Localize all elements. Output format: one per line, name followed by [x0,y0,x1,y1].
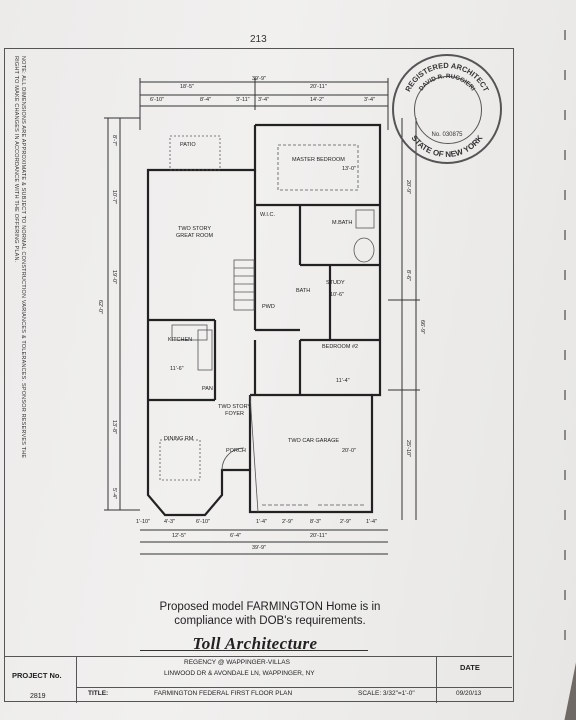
dim-bottom-right: 20'-11" [310,533,327,539]
dim-top-seg-4: 3'-4" [258,97,269,103]
stamp-number: No. 030875 [431,132,463,138]
project-number: 2819 [30,693,46,700]
dim-right-seg-1: 20'-9" [405,180,411,195]
dim-bottom-left: 12'-5" [172,533,187,539]
dim-top-seg-5: 14'-2" [310,97,325,103]
drawing-title: FARMINGTON FEDERAL FIRST FLOOR PLAN [154,690,293,697]
room-porch: PORCH [226,448,246,454]
dim-top-seg-2: 8'-4" [200,97,211,103]
dim-bottom-seg-6: 8'-3" [310,519,321,525]
room-kitchen-size: 11'-6" [170,366,184,372]
exterior-wall-right [255,123,382,514]
room-wic: W.I.C. [260,212,275,218]
dim-left-seg-2: 10'-7" [111,190,117,205]
room-bath: BATH [296,288,311,294]
room-foyer: TWO STORY FOYER [218,404,252,417]
dim-right-seg-2: 8'-6" [405,270,411,281]
dim-bottom-seg-7: 2'-9" [340,519,351,525]
stamp-seal [414,76,482,144]
room-bedroom-2-size: 11'-4" [336,378,350,384]
dim-bottom-seg-3: 6'-10" [196,519,211,525]
room-bedroom-2: BEDROOM #2 [322,344,359,350]
dimension-note: NOTE: ALL DIMENSIONS ARE APPROXIMATE & S… [13,56,26,459]
room-study: STUDY [326,280,345,286]
dim-top-seg-1: 6'-10" [150,97,165,103]
drawing-border [4,48,514,702]
room-master-bath: M.BATH [332,220,353,226]
dim-left-seg-1: 8'-7" [111,135,117,146]
dim-bottom-seg-8: 1'-4" [366,519,377,525]
dim-bottom-seg-5: 2'-9" [282,519,293,525]
title-block: PROJECT No. 2819 REGENCY @ WAPPINGER-VIL… [4,656,512,703]
room-study-size: 10'-6" [330,292,345,298]
dim-top-seg-3: 3'-11" [236,97,250,103]
dim-top-left: 18'-5" [180,84,195,90]
page-number: 213 [250,34,267,45]
room-powder: PWD [262,304,275,310]
brand-logo-text: Toll Architecture [192,634,318,653]
room-master-bedroom: MASTER BEDROOM [292,157,345,163]
stamp-text-ring: REGISTERED ARCHITECT DAVID R. RUGGIERI S… [403,61,491,159]
architect-stamp: REGISTERED ARCHITECT DAVID R. RUGGIERI S… [392,54,502,164]
binder-tick-marks [546,0,576,720]
dim-bottom-mid: 6'-4" [230,533,241,539]
project-address: LINWOOD DR & AVONDALE LN, WAPPINGER, NY [164,670,315,677]
dim-left-seg-5: 5'-4" [111,488,117,499]
drawing-scale: SCALE: 3/32"=1'-0" [358,690,415,697]
brand-underline [140,650,368,651]
room-kitchen: KITCHEN [168,337,193,343]
project-no-label: PROJECT No. [12,671,62,680]
dim-top-overall: 39'-9" [252,76,267,82]
dim-top-right: 20'-11" [310,84,327,90]
compliance-caption: Proposed model FARMINGTON Home is in com… [159,601,381,627]
dim-bottom-seg-2: 4'-3" [164,519,175,525]
room-garage-size: 20'-0" [342,448,357,454]
title-label: TITLE: [88,690,109,697]
date-label: DATE [460,663,480,672]
dim-bottom-seg-4: 1'-4" [256,519,267,525]
room-great-room: TWO STORY GREAT ROOM [176,226,214,239]
room-pantry: PAN [202,386,213,392]
room-patio: PATIO [180,142,196,148]
dim-left-seg-4: 13'-8" [111,420,117,435]
dim-left-seg-3: 19'-0" [111,270,117,285]
room-dining: DINING RM [164,436,194,442]
dim-right-overall: 66'-9" [419,320,425,335]
dim-right-seg-3: 25'-10" [405,440,411,458]
room-garage: TWO CAR GARAGE [288,438,340,444]
dim-bottom-overall: 39'-9" [252,545,267,551]
dim-bottom-seg-1: 1'-10" [136,519,151,525]
dim-left-overall: 62'-0" [97,300,103,315]
room-master-bedroom-size: 13'-0" [342,166,357,172]
drawing-date: 09/20/13 [456,690,482,697]
project-name: REGENCY @ WAPPINGER-VILLAS [184,659,290,666]
dim-top-seg-6: 3'-4" [364,97,375,103]
